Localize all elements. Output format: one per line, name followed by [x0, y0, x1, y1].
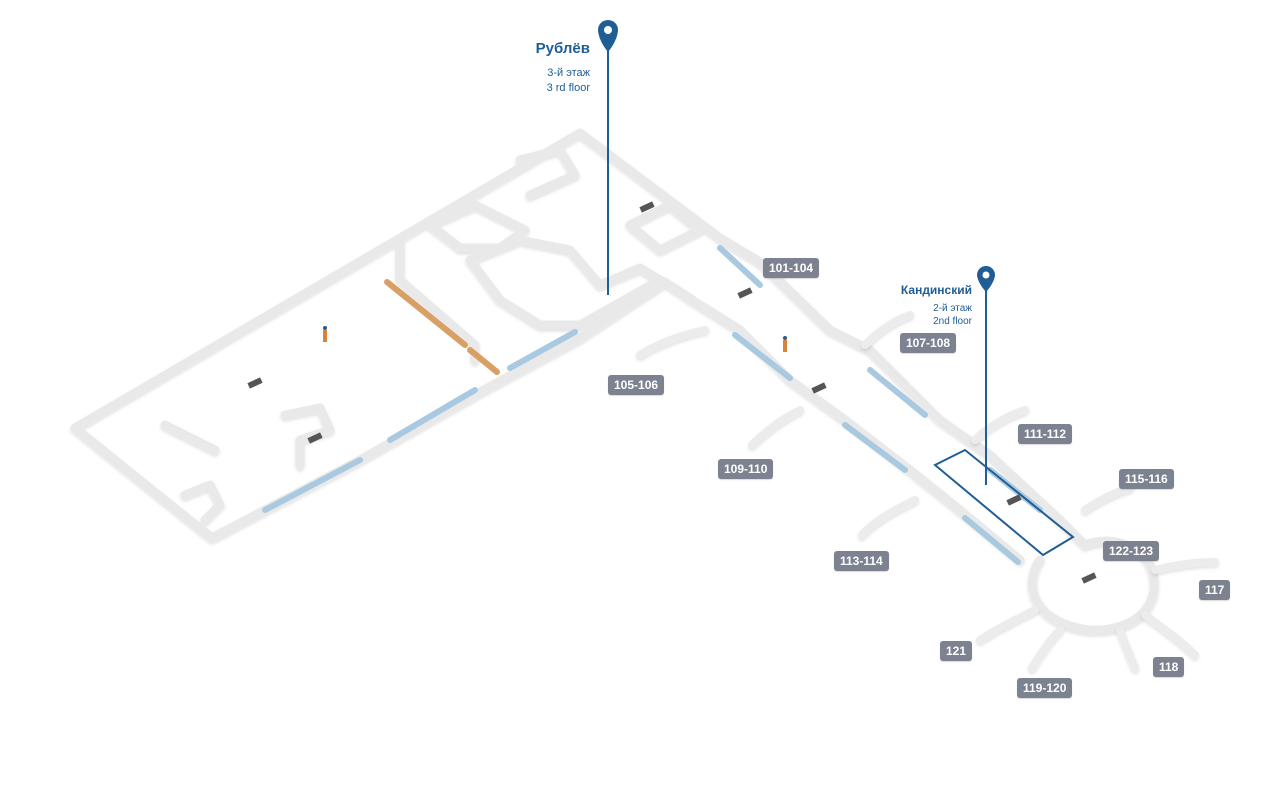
- gate-label-109-110[interactable]: 109-110: [718, 459, 774, 479]
- gate-label-119-120[interactable]: 119-120: [1017, 678, 1073, 698]
- gate-label-115-116[interactable]: 115-116: [1119, 469, 1174, 489]
- rublev-floor-en: 3 rd floor: [546, 82, 590, 94]
- gate-label-107-108[interactable]: 107-108: [900, 333, 957, 353]
- escalator-icon: [639, 201, 655, 213]
- gate-piers: [636, 311, 1219, 672]
- gate-label-101-104[interactable]: 101-104: [763, 258, 820, 278]
- gate-label-117[interactable]: 117: [1199, 580, 1231, 600]
- escalator-icon: [1006, 494, 1022, 506]
- wooden-partition: [384, 279, 500, 375]
- escalator-icon: [307, 432, 323, 444]
- glass-walls: [262, 245, 1043, 565]
- kandinsky-pin[interactable]: [977, 266, 995, 485]
- person-marker-icon: [783, 336, 787, 352]
- location-pin-icon: [977, 266, 995, 292]
- gate-label-113-114[interactable]: 113-114: [834, 551, 889, 571]
- escalator-icon: [247, 377, 263, 389]
- gate-label-121[interactable]: 121: [940, 641, 973, 661]
- gate-label-122-123[interactable]: 122-123: [1103, 541, 1160, 561]
- gate-label-105-106[interactable]: 105-106: [608, 375, 665, 395]
- escalator-icon: [1081, 572, 1097, 584]
- kandinsky-floor-en: 2nd floor: [933, 316, 972, 327]
- location-pin-icon: [598, 20, 618, 52]
- escalator-icon: [737, 287, 753, 299]
- kandinsky-title: Кандинский: [900, 283, 972, 297]
- rublev-title: Рублёв: [535, 40, 590, 57]
- rublev-pin[interactable]: [598, 20, 618, 295]
- person-marker-icon: [323, 326, 327, 342]
- rublev-floor-ru: 3-й этаж: [547, 67, 590, 79]
- escalator-icons: [247, 201, 1097, 584]
- gate-label-111-112[interactable]: 111-112: [1018, 424, 1073, 444]
- kandinsky-floor-ru: 2-й этаж: [933, 303, 972, 314]
- escalator-icon: [811, 382, 827, 394]
- kandinsky-highlight-area: [933, 448, 1075, 557]
- gate-label-118[interactable]: 118: [1153, 657, 1185, 677]
